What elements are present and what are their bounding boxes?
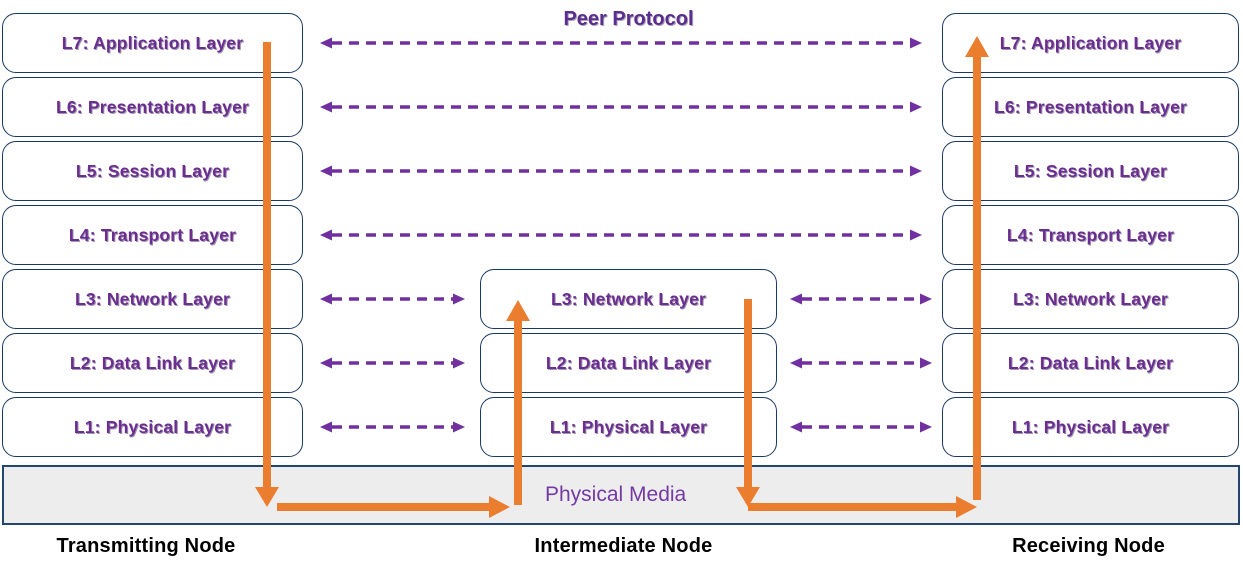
peer-arrow-l3-left xyxy=(320,293,465,305)
peer-arrow-l1-left xyxy=(320,421,465,433)
peer-arrow-l4 xyxy=(320,229,922,241)
receiving-layer-l1-physical: L1: Physical Layer xyxy=(942,397,1239,457)
physical-media-label: Physical Media xyxy=(545,483,687,506)
transmitting-layer-l3-network: L3: Network Layer xyxy=(2,269,303,329)
receiving-node-label: Receiving Node xyxy=(1012,534,1165,557)
peer-arrow-l2-right xyxy=(790,357,932,369)
transmitting-layer-l6-presentation: L6: Presentation Layer xyxy=(2,77,303,137)
receiving-layer-l2-datalink: L2: Data Link Layer xyxy=(942,333,1239,393)
intermediate-layer-l1-physical: L1: Physical Layer xyxy=(480,397,777,457)
receiving-layer-l3-network: L3: Network Layer xyxy=(942,269,1239,329)
peer-arrow-l2-left xyxy=(320,357,465,369)
peer-protocol-title: Peer Protocol xyxy=(563,8,694,30)
intermediate-node-label: Intermediate Node xyxy=(534,534,713,557)
transmitting-layer-l5-session: L5: Session Layer xyxy=(2,141,303,201)
physical-media-bar xyxy=(2,465,1240,525)
transmitting-layer-l2-datalink: L2: Data Link Layer xyxy=(2,333,303,393)
peer-arrow-l3-right xyxy=(790,293,932,305)
peer-arrow-l1-right xyxy=(790,421,932,433)
transmitting-layer-l4-transport: L4: Transport Layer xyxy=(2,205,303,265)
intermediate-layer-l2-datalink: L2: Data Link Layer xyxy=(480,333,777,393)
receiving-layer-l4-transport: L4: Transport Layer xyxy=(942,205,1239,265)
receiving-layer-l7-application: L7: Application Layer xyxy=(942,13,1239,73)
receiving-layer-l6-presentation: L6: Presentation Layer xyxy=(942,77,1239,137)
intermediate-layer-l3-network: L3: Network Layer xyxy=(480,269,777,329)
transmitting-node-label: Transmitting Node xyxy=(56,534,236,557)
peer-arrow-l7 xyxy=(320,37,922,49)
transmitting-layer-l1-physical: L1: Physical Layer xyxy=(2,397,303,457)
transmitting-layer-l7-application: L7: Application Layer xyxy=(2,13,303,73)
peer-arrow-l5 xyxy=(320,165,922,177)
receiving-layer-l5-session: L5: Session Layer xyxy=(942,141,1239,201)
peer-arrow-l6 xyxy=(320,101,922,113)
